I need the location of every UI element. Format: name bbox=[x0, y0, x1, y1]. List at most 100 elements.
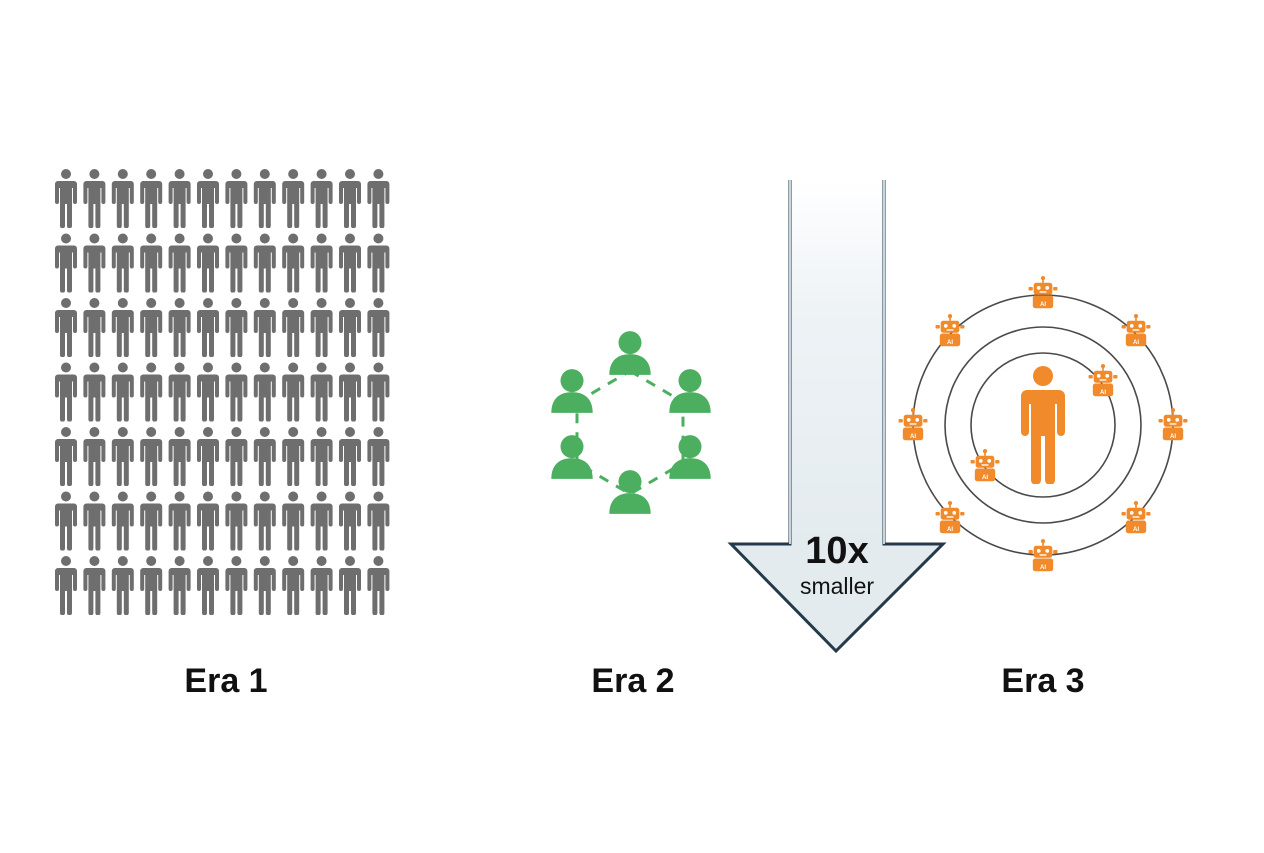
person-icon bbox=[367, 491, 390, 551]
orbit-inner bbox=[970, 352, 1116, 498]
person-icon bbox=[83, 427, 106, 486]
robot-label: AI bbox=[1170, 434, 1176, 440]
team-member-icon bbox=[669, 435, 711, 479]
person-icon bbox=[310, 233, 333, 293]
arrow-caption-text: smaller bbox=[799, 573, 875, 599]
person-icon bbox=[197, 427, 219, 486]
person-icon bbox=[168, 298, 191, 357]
person-icon bbox=[55, 169, 77, 228]
era1-crowd bbox=[55, 169, 390, 615]
person-icon bbox=[55, 233, 77, 293]
person-icon bbox=[253, 169, 276, 228]
person-icon bbox=[111, 362, 134, 422]
person-icon bbox=[225, 298, 248, 357]
person-icon bbox=[197, 298, 219, 357]
person-icon bbox=[197, 491, 219, 551]
person-icon bbox=[367, 362, 390, 422]
person-icon bbox=[55, 362, 77, 422]
person-icon bbox=[253, 427, 276, 486]
person-icon bbox=[197, 362, 219, 422]
person-icon bbox=[339, 298, 361, 357]
person-icon bbox=[282, 491, 305, 551]
person-icon bbox=[111, 556, 134, 615]
person-icon bbox=[140, 298, 163, 357]
person-icon bbox=[168, 427, 191, 486]
person-icon bbox=[225, 169, 248, 228]
person-icon bbox=[367, 427, 390, 486]
person-icon bbox=[83, 298, 106, 357]
person-icon bbox=[55, 298, 77, 357]
person-icon bbox=[282, 427, 305, 486]
person-icon bbox=[83, 169, 106, 228]
person-icon bbox=[282, 298, 305, 357]
person-icon bbox=[367, 556, 390, 615]
robot-label: AI bbox=[947, 527, 953, 533]
person-icon bbox=[197, 169, 219, 228]
person-icon bbox=[55, 491, 77, 551]
person-icon bbox=[339, 491, 361, 551]
team-member-icon bbox=[609, 331, 651, 375]
person-icon bbox=[168, 233, 191, 293]
person-icon bbox=[140, 427, 163, 486]
team-member-icon bbox=[609, 470, 651, 514]
person-icon bbox=[367, 298, 390, 357]
robot-label: AI bbox=[947, 340, 953, 346]
person-icon bbox=[282, 233, 305, 293]
person-icon bbox=[282, 169, 305, 228]
person-icon bbox=[339, 362, 361, 422]
person-icon bbox=[140, 169, 163, 228]
person-icon bbox=[225, 556, 248, 615]
person-icon bbox=[367, 169, 390, 228]
person-icon bbox=[339, 169, 361, 228]
person-icon bbox=[140, 491, 163, 551]
era2-team-ring bbox=[551, 331, 711, 514]
person-icon bbox=[55, 556, 77, 615]
robot-label: AI bbox=[982, 475, 988, 481]
person-icon bbox=[282, 556, 305, 615]
era1-label: Era 1 bbox=[184, 662, 268, 700]
person-icon bbox=[140, 556, 163, 615]
person-icon bbox=[310, 169, 333, 228]
person-icon bbox=[310, 298, 333, 357]
reduction-arrow bbox=[727, 180, 947, 654]
person-icon bbox=[310, 491, 333, 551]
person-icon bbox=[367, 233, 390, 293]
person-icon bbox=[310, 362, 333, 422]
person-icon bbox=[253, 556, 276, 615]
person-icon bbox=[310, 556, 333, 615]
person-icon bbox=[253, 298, 276, 357]
person-icon bbox=[140, 362, 163, 422]
person-icon bbox=[55, 427, 77, 486]
team-member-icon bbox=[551, 435, 593, 479]
robot-label: AI bbox=[1133, 527, 1139, 533]
arrow-factor-text: 10x bbox=[805, 530, 869, 572]
person-icon bbox=[253, 362, 276, 422]
person-icon bbox=[339, 233, 361, 293]
team-member-icon bbox=[669, 369, 711, 413]
person-icon bbox=[111, 427, 134, 486]
robot-label: AI bbox=[1100, 390, 1106, 396]
person-icon bbox=[111, 233, 134, 293]
person-icon bbox=[140, 233, 163, 293]
person-icon bbox=[253, 491, 276, 551]
person-icon bbox=[225, 233, 248, 293]
person-icon bbox=[225, 362, 248, 422]
person-icon bbox=[225, 491, 248, 551]
robot-label: AI bbox=[1133, 340, 1139, 346]
person-icon bbox=[111, 491, 134, 551]
person-icon bbox=[253, 233, 276, 293]
era2-label: Era 2 bbox=[591, 662, 675, 700]
era3-label: Era 3 bbox=[1001, 662, 1085, 700]
person-icon bbox=[83, 556, 106, 615]
person-icon bbox=[310, 427, 333, 486]
team-member-icon bbox=[551, 369, 593, 413]
person-icon bbox=[168, 491, 191, 551]
person-icon bbox=[197, 233, 219, 293]
person-icon bbox=[168, 556, 191, 615]
central-person-icon bbox=[1021, 366, 1065, 484]
person-icon bbox=[197, 556, 219, 615]
person-icon bbox=[83, 362, 106, 422]
